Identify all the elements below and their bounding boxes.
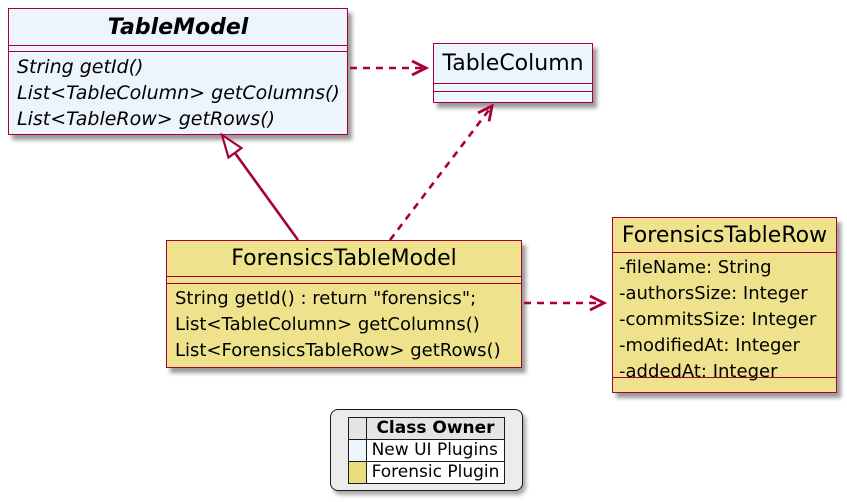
empty-methods-compartment [613,377,836,389]
method-entry: String getId() : return "forensics"; [175,288,477,309]
method-entry: List<TableColumn> getColumns() [17,82,340,104]
class-box-forensicstablerow: ForensicsTableRow -fileName: String -auth… [612,217,837,393]
field-entry: -modifiedAt: Integer [619,335,800,356]
method-entry: List<ForensicsTableRow> getRows() [175,340,501,361]
class-title-tablemodel: TableModel [9,9,347,46]
empty-fields-compartment [167,277,521,284]
class-title-tablecolumn: TableColumn [434,44,592,84]
legend-row-label: Forensic Plugin [365,460,506,484]
method-entry: String getId() [17,56,144,78]
empty-fields-compartment [9,46,347,52]
class-methods-forensicstablemodel: String getId() : return "forensics"; List… [167,284,521,364]
legend-header-row: Class Owner [347,416,506,440]
class-box-tablemodel: TableModel String getId() List<TableColum… [8,8,348,135]
class-fields-forensicstablerow: -fileName: String -authorsSize: Integer -c… [613,253,836,382]
field-entry: -fileName: String [619,257,772,278]
legend-color-swatch [347,460,367,484]
legend-header-label: Class Owner [365,416,506,440]
field-entry: -commitsSize: Integer [619,309,817,330]
legend-color-swatch [347,438,367,462]
legend-header-swatch [347,416,367,440]
empty-fields-compartment [434,84,592,92]
legend-row-label: New UI Plugins [365,438,506,462]
class-methods-tablemodel: String getId() List<TableColumn> getColum… [9,52,347,132]
class-box-forensicstablemodel: ForensicsTableModel String getId() : ret… [166,240,522,368]
method-entry: List<TableRow> getRows() [17,108,276,130]
dependency-arrow-forensicstablemodel-to-tablecolumn [388,103,494,241]
field-entry: -addedAt: Integer [619,361,778,382]
class-title-forensicstablemodel: ForensicsTableModel [167,241,521,277]
method-entry: List<TableColumn> getColumns() [175,314,480,335]
legend-row: Forensic Plugin [347,460,506,484]
inheritance-triangle-icon [220,132,244,160]
inheritance-line-forensicstablemodel-to-tablemodel [233,152,300,241]
legend-row: New UI Plugins [347,438,506,462]
field-entry: -authorsSize: Integer [619,283,808,304]
class-title-forensicstablerow: ForensicsTableRow [613,218,836,253]
class-box-tablecolumn: TableColumn [433,43,593,103]
